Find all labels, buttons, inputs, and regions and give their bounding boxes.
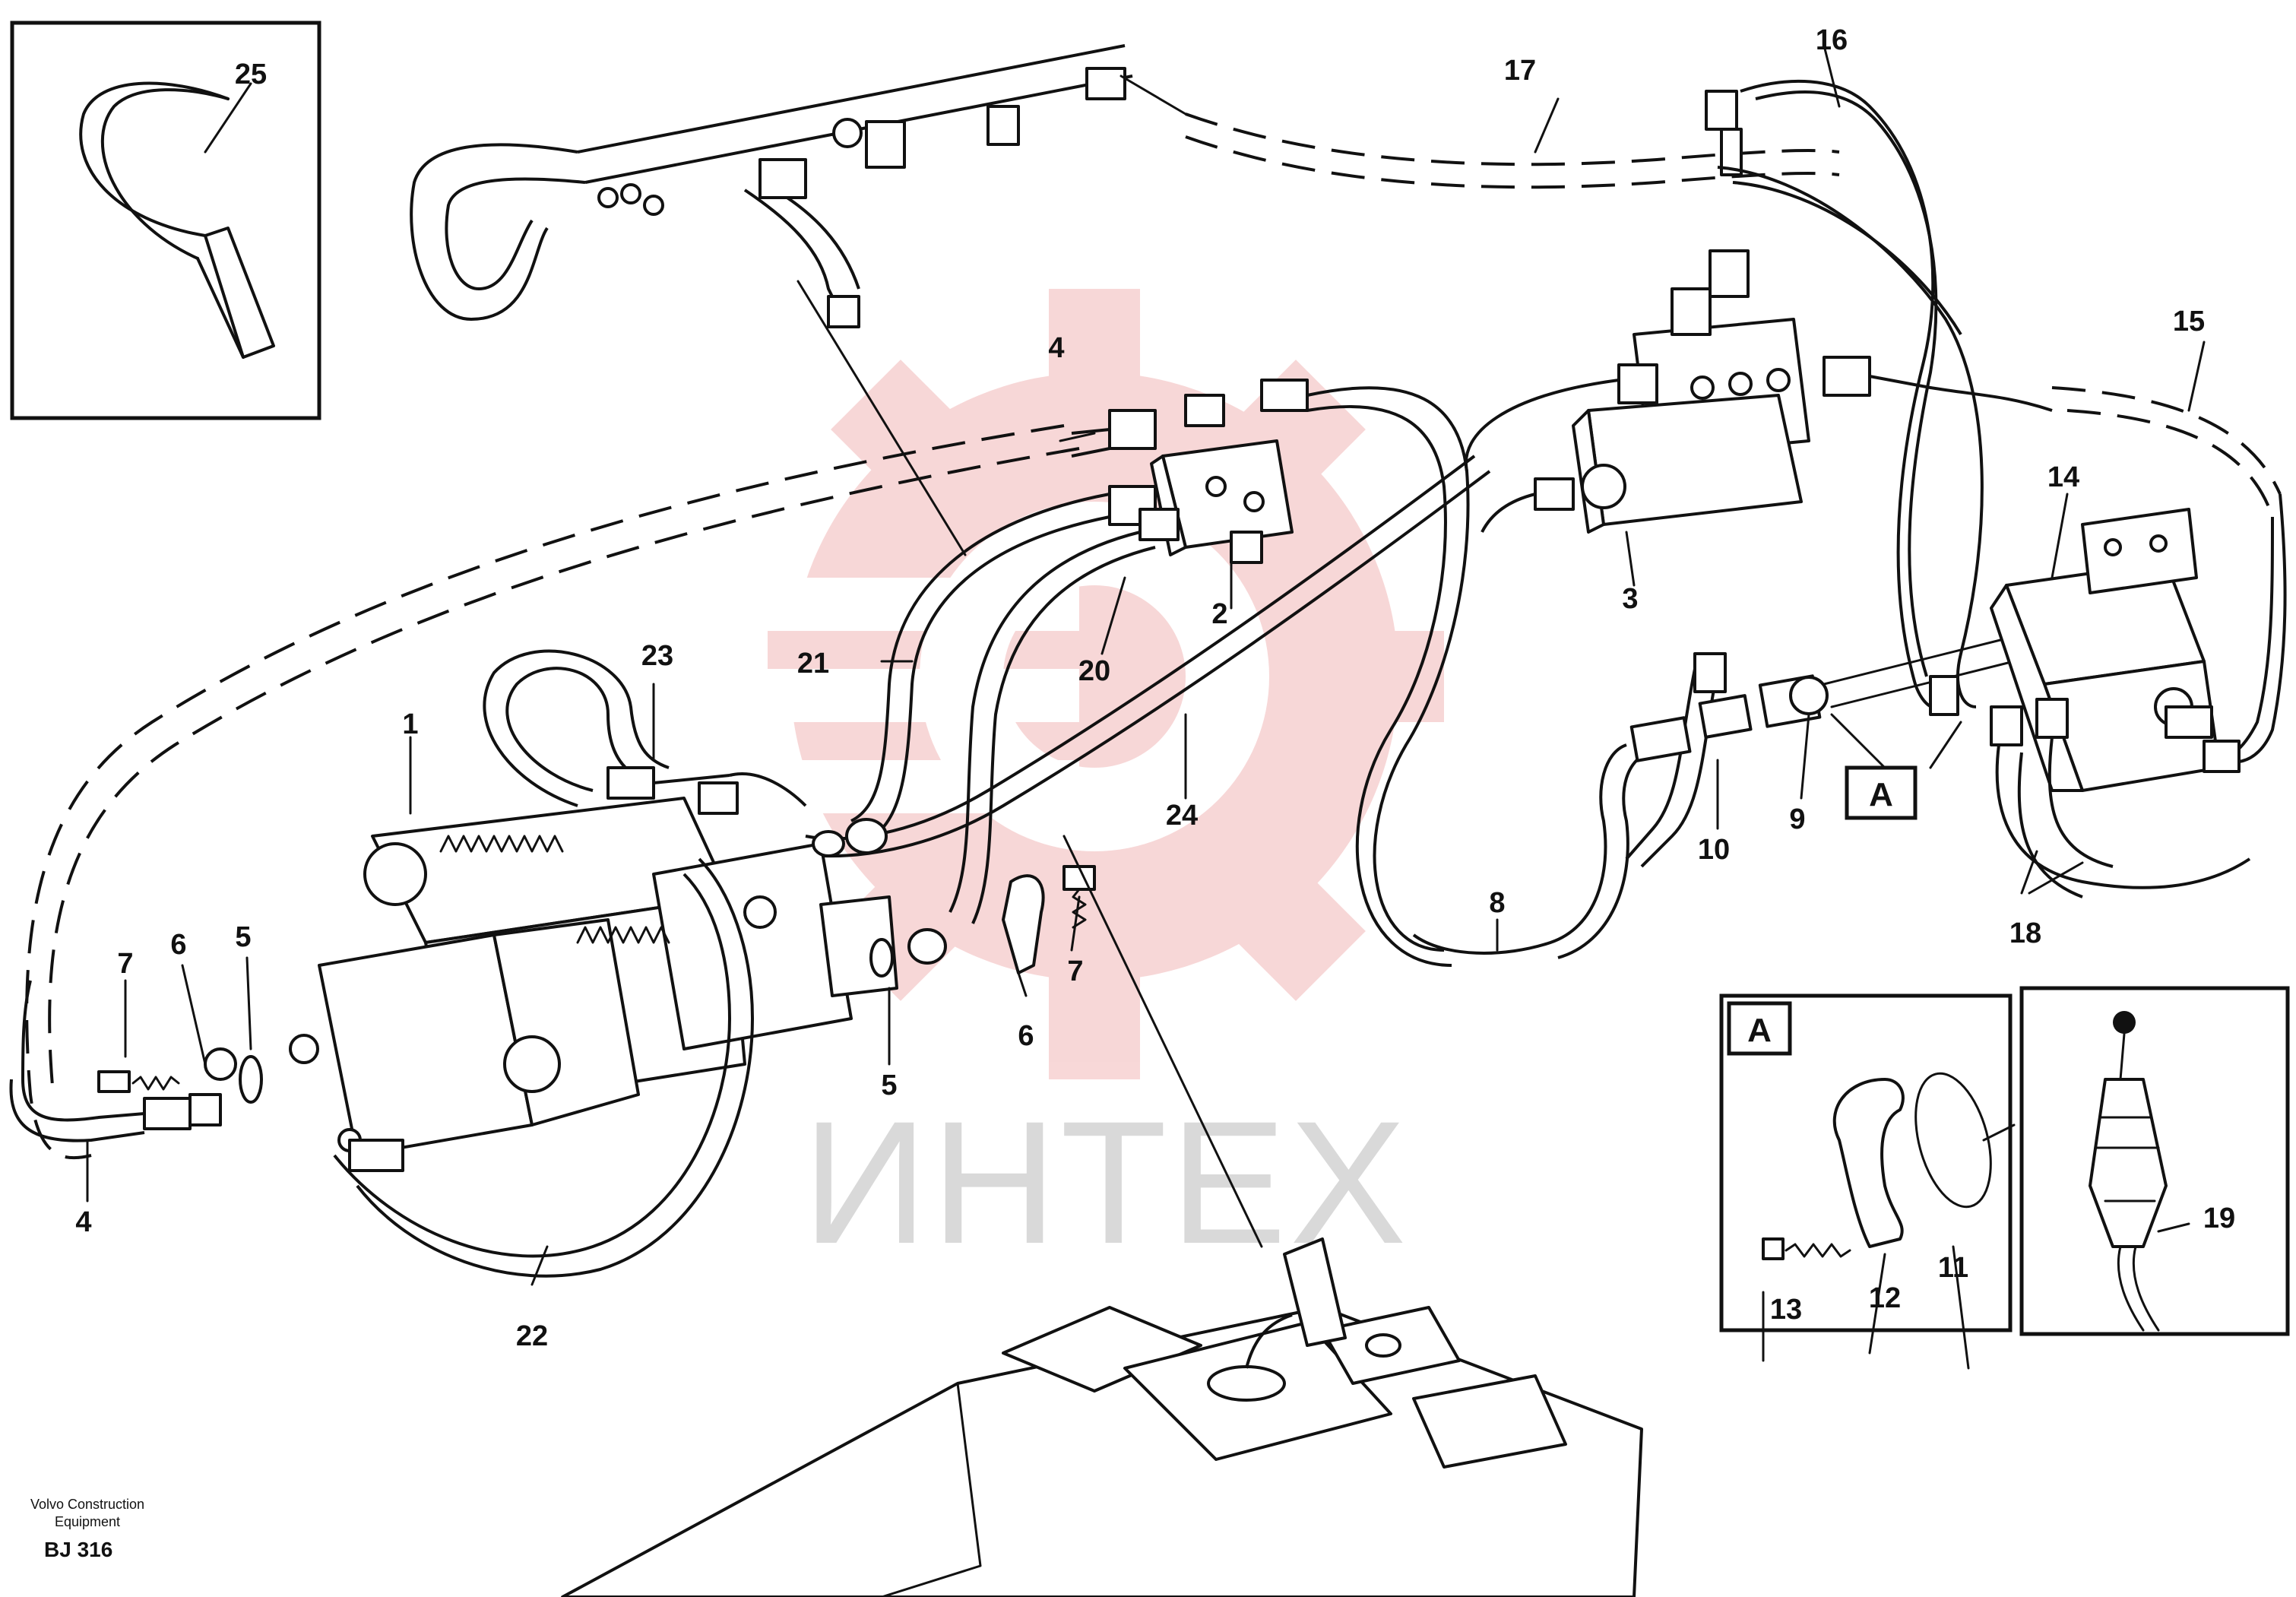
callout-7-center: 7 <box>1067 955 1083 987</box>
callout-5-center: 5 <box>881 1069 897 1101</box>
callout-9: 9 <box>1789 803 1805 835</box>
callout-12: 12 <box>1869 1282 1901 1314</box>
callout-24: 24 <box>1166 800 1198 832</box>
pipe-group-top <box>410 44 1133 328</box>
callout-19: 19 <box>2203 1203 2235 1234</box>
hose-23 <box>505 667 730 792</box>
pump-assembly-1 <box>289 797 898 1172</box>
callout-1: 1 <box>402 708 418 740</box>
leader-lines <box>86 44 2206 1370</box>
callout-4-lower: 4 <box>75 1206 91 1238</box>
callout-11: 11 <box>1938 1252 1968 1284</box>
hose-17-b <box>1185 135 1840 189</box>
callout-13: 13 <box>1770 1294 1802 1326</box>
callout-6-left: 6 <box>170 929 186 961</box>
callout-4-upper: 4 <box>1048 332 1064 364</box>
callout-8: 8 <box>1489 887 1505 919</box>
detail-19-box <box>2019 986 2290 1336</box>
hose-22 <box>333 873 732 1258</box>
callout-20: 20 <box>1078 655 1110 687</box>
callout-2: 2 <box>1211 598 1227 630</box>
hydraulic-tank <box>561 1237 1643 1597</box>
callout-15: 15 <box>2173 306 2205 337</box>
callout-10: 10 <box>1698 834 1730 866</box>
svg-text:A: A <box>1869 776 1893 813</box>
callout-3: 3 <box>1622 583 1638 615</box>
control-unit-14 <box>1929 508 2241 792</box>
connection-block-2 <box>1108 379 1309 564</box>
hose-4-long-a <box>25 424 1065 1160</box>
footer-code: BJ 316 <box>44 1538 112 1561</box>
footer-block: Volvo Construction Equipment BJ 316 <box>30 1497 144 1561</box>
callout-18: 18 <box>2009 917 2041 949</box>
callout-23: 23 <box>641 640 673 672</box>
footer-line-1: Volvo Construction <box>30 1497 144 1512</box>
callout-22: 22 <box>516 1320 548 1352</box>
callout-25: 25 <box>235 59 267 90</box>
watermark-logo <box>730 289 1444 1079</box>
gear-teeth-upper <box>439 835 670 944</box>
callout-5-left: 5 <box>235 921 251 953</box>
callout-6-center: 6 <box>1018 1020 1034 1052</box>
callout-16: 16 <box>1816 24 1848 56</box>
fittings-5-6-7-left <box>97 1047 263 1130</box>
reference-box-a: A <box>1845 765 1918 820</box>
callout-7-left: 7 <box>117 948 133 980</box>
callout-labels: 1 2 3 4 4 5 5 6 6 7 7 8 9 10 11 12 13 14… <box>75 24 2235 1352</box>
hose-4-long-b <box>48 447 1080 1095</box>
inset-box-25 <box>10 21 321 420</box>
detail-a-box: A <box>1719 993 2016 1332</box>
footer-line-2: Equipment <box>55 1514 120 1529</box>
callout-14: 14 <box>2047 461 2079 493</box>
hose-17-a <box>1185 112 1840 166</box>
valve-block-3 <box>1534 90 1871 534</box>
hose-8-upper <box>1640 668 1719 868</box>
callout-21: 21 <box>797 648 829 680</box>
callout-17: 17 <box>1504 55 1536 87</box>
detail-a-title: A <box>1747 1012 1772 1049</box>
